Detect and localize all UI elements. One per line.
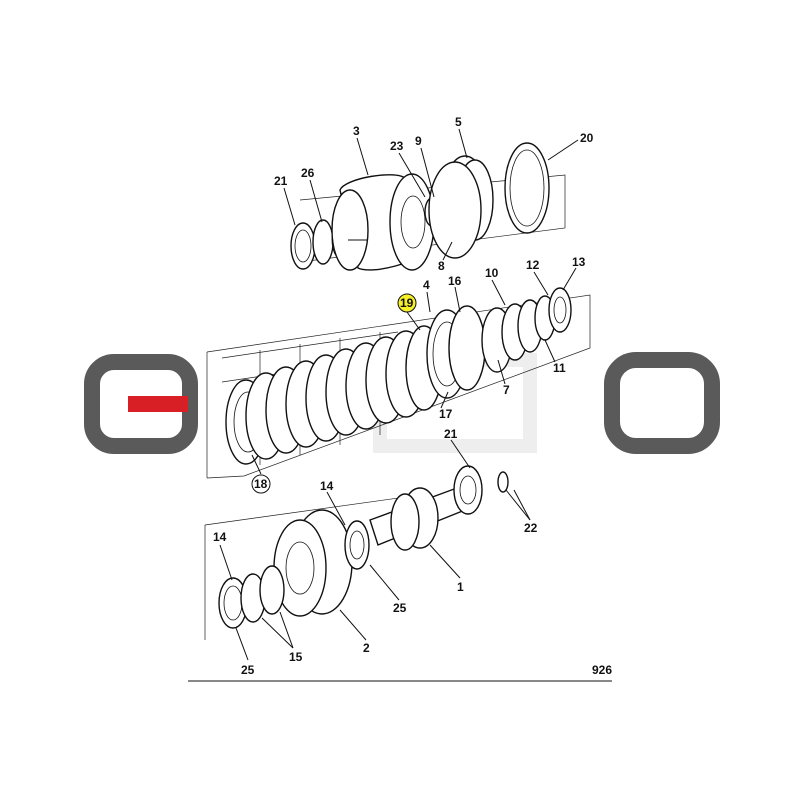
part-14-15-25-bearings: [218, 520, 370, 629]
part-5-piston: [428, 155, 494, 259]
callout-21-top: 21: [274, 174, 288, 188]
callout-25-mid: 25: [393, 601, 407, 615]
callout-11: 11: [553, 361, 566, 375]
part-1-shaft: [369, 484, 471, 551]
callout-labels: 3 5 20 23 9 21 26 8 19 4 16 10 12 13 7 1…: [213, 115, 612, 677]
callout-14-mid: 14: [320, 479, 334, 493]
callout-21-bottom: 21: [444, 427, 458, 441]
callout-10: 10: [485, 266, 499, 280]
part-11-12-13-seals: [534, 287, 572, 341]
part-18-19-clutch-plates: [225, 325, 443, 465]
callout-16: 16: [448, 274, 462, 288]
callout-14-left: 14: [213, 530, 227, 544]
watermark-letter-o: [604, 352, 720, 454]
part-21-bearing-bottom: [453, 465, 509, 515]
callout-3: 3: [353, 124, 360, 138]
callout-5: 5: [455, 115, 462, 129]
callout-19-highlight: [397, 293, 417, 313]
callout-22: 22: [524, 521, 538, 535]
callout-12: 12: [526, 258, 540, 272]
callout-1: 1: [457, 580, 464, 594]
figure-reference-number: 926: [592, 663, 612, 677]
leader-lines: [219, 128, 579, 661]
callout-25-bottom: 25: [241, 663, 255, 677]
callout-7: 7: [503, 383, 510, 397]
part-20-snap-ring: [504, 142, 550, 234]
part-4-16-17-plates: [426, 305, 486, 399]
callout-20: 20: [580, 131, 594, 145]
callout-15: 15: [289, 650, 303, 664]
callout-19: 19: [400, 296, 414, 310]
part-3-clutch-drum: [331, 173, 435, 271]
callout-17: 17: [439, 407, 453, 421]
callout-18: 18: [254, 477, 268, 491]
callout-9: 9: [415, 134, 422, 148]
callout-26: 26: [301, 166, 315, 180]
callout-18-circle: [251, 474, 271, 494]
callout-4: 4: [423, 278, 430, 292]
part-2-gear: [273, 509, 353, 617]
watermark-letter-e: [84, 354, 198, 454]
callout-23: 23: [390, 139, 404, 153]
callout-13: 13: [572, 255, 586, 269]
callout-2: 2: [363, 641, 370, 655]
watermark-dash: [128, 396, 188, 412]
callout-8: 8: [438, 259, 445, 273]
